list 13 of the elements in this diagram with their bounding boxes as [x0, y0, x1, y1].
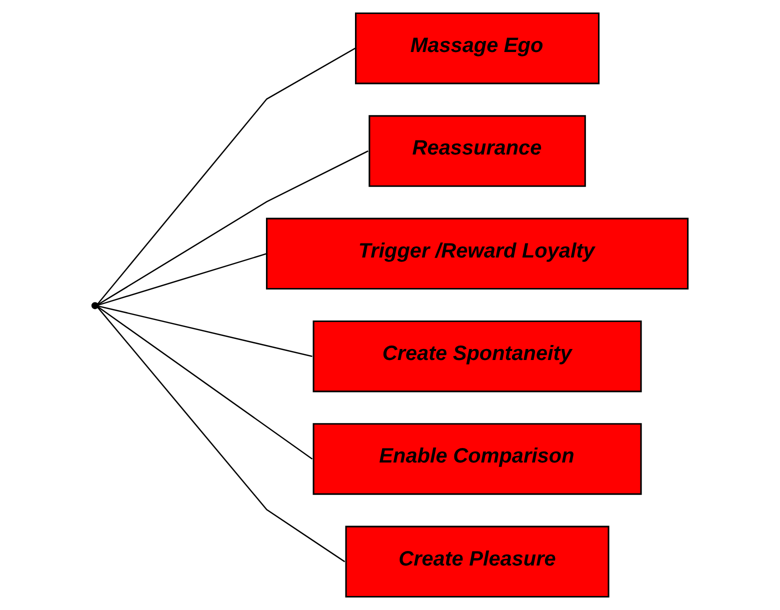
connector: [98, 305, 312, 357]
connector: [98, 150, 368, 306]
connector: [98, 253, 267, 306]
connector: [97, 307, 346, 562]
node-box: Massage Ego: [355, 12, 600, 84]
node-point: [91, 302, 99, 310]
node-box: Trigger /Reward Loyalty: [266, 218, 689, 290]
connector: [97, 306, 313, 460]
node-box: Create Pleasure: [345, 526, 610, 598]
node-box: Enable Comparison: [312, 423, 642, 495]
node-box: Reassurance: [368, 115, 586, 187]
node-box: Create Spontaneity: [312, 320, 642, 392]
connector: [97, 48, 356, 304]
